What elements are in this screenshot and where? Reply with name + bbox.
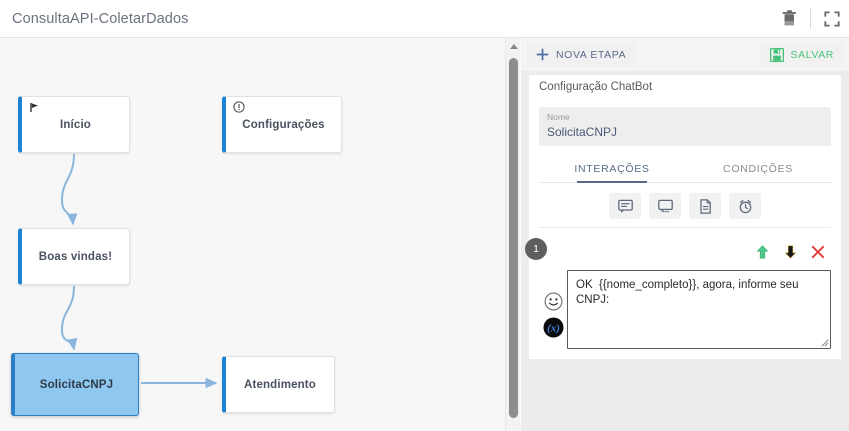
fullscreen-button[interactable]: [815, 0, 849, 38]
name-field-value[interactable]: SolicitaCNPJ: [547, 125, 618, 139]
variable-x-icon: (x): [543, 317, 563, 338]
new-step-label: NOVA ETAPA: [556, 48, 627, 61]
chat-dots-icon: [657, 199, 673, 212]
tab-interacoes[interactable]: INTERAÇÕES: [539, 155, 685, 183]
delay-type-button[interactable]: [729, 193, 761, 219]
delete-button[interactable]: [772, 0, 806, 38]
interaction-header: [539, 240, 831, 264]
alarm-clock-icon: [739, 199, 751, 213]
config-panel: NOVA ETAPA SALVAR Configuração ChatBot N…: [521, 38, 849, 431]
flow-node-solicita-cnpj[interactable]: SolicitaCNPJ: [11, 353, 139, 416]
name-field[interactable]: Nome SolicitaCNPJ: [539, 107, 831, 146]
panel-body: Nome SolicitaCNPJ INTERAÇÕES CONDIÇÕES: [525, 99, 841, 359]
remove-interaction-button[interactable]: [805, 239, 831, 265]
play-icon: [28, 100, 42, 114]
typing-type-button[interactable]: [649, 193, 681, 219]
svg-text:(x): (x): [547, 323, 560, 335]
new-step-button[interactable]: NOVA ETAPA: [527, 42, 636, 67]
tab-condicoes[interactable]: CONDIÇÕES: [685, 155, 831, 182]
flow-node-label: Configurações: [242, 118, 325, 131]
panel-tabs: INTERAÇÕES CONDIÇÕES: [539, 155, 831, 183]
page-title: ConsultaAPI-ColetarDados: [12, 10, 189, 27]
emoji-smiley-icon: [544, 292, 562, 311]
move-down-button[interactable]: [777, 239, 803, 265]
flow-node-label: SolicitaCNPJ: [39, 378, 114, 391]
move-up-button[interactable]: [749, 239, 775, 265]
flow-node-label: Boas vindas!: [38, 250, 113, 263]
interaction-actions: [749, 239, 831, 265]
panel-card-title: Configuração ChatBot: [539, 81, 653, 93]
interaction-number-badge[interactable]: 1: [525, 238, 547, 260]
message-text[interactable]: OK {{nome_completo}}, agora, informe seu…: [576, 279, 802, 306]
trash-icon: [782, 10, 796, 26]
plus-icon: [536, 48, 549, 61]
interaction-block: 1: [525, 238, 831, 349]
emoji-button[interactable]: [544, 292, 563, 311]
flow-node-boas-vindas[interactable]: Boas vindas!: [18, 228, 130, 285]
flow-canvas[interactable]: Início Configurações Boas vindas! Solici…: [0, 38, 520, 431]
canvas-scrollbar[interactable]: [505, 38, 520, 431]
interaction-body: (x) OK {{nome_completo}}, agora, informe…: [539, 270, 831, 349]
file-document-icon: [699, 198, 711, 214]
message-type-button[interactable]: [609, 193, 641, 219]
scroll-thumb[interactable]: [509, 58, 518, 418]
close-x-icon: [811, 245, 825, 259]
message-tools: (x): [539, 270, 567, 349]
edge-boasvindas-solicitacnpj: [60, 285, 78, 351]
message-textarea[interactable]: OK {{nome_completo}}, agora, informe seu…: [567, 270, 831, 349]
document-type-button[interactable]: [689, 193, 721, 219]
save-label: SALVAR: [790, 48, 834, 61]
flow-node-inicio[interactable]: Início: [18, 96, 130, 153]
arrow-down-icon: [784, 245, 796, 259]
alert-circle-icon: [232, 100, 246, 114]
resize-handle-icon[interactable]: [819, 337, 829, 347]
interaction-type-buttons: [539, 183, 831, 228]
insert-variable-button[interactable]: (x): [543, 317, 564, 338]
panel-toolbar: NOVA ETAPA SALVAR: [521, 38, 849, 71]
name-field-label: Nome: [547, 112, 570, 122]
toolbar-divider: [810, 8, 811, 29]
flow-node-label: Atendimento: [244, 378, 316, 391]
edge-inicio-boasvindas: [60, 153, 78, 226]
fullscreen-icon: [824, 11, 840, 26]
flow-node-configuracoes[interactable]: Configurações: [222, 96, 342, 153]
arrow-up-icon: [756, 245, 768, 259]
flow-edges: [60, 153, 218, 389]
scroll-up-button[interactable]: [506, 38, 520, 54]
save-disk-icon: [769, 47, 784, 62]
flow-node-atendimento[interactable]: Atendimento: [222, 356, 335, 413]
tab-label: INTERAÇÕES: [574, 163, 650, 175]
panel-card-header: Configuração ChatBot: [529, 75, 841, 99]
top-bar: ConsultaAPI-ColetarDados: [0, 0, 849, 38]
message-text-icon: [617, 199, 633, 213]
flow-node-label: Início: [60, 118, 91, 131]
top-bar-actions: [772, 0, 849, 37]
save-button[interactable]: SALVAR: [760, 42, 843, 67]
tab-label: CONDIÇÕES: [723, 163, 793, 175]
